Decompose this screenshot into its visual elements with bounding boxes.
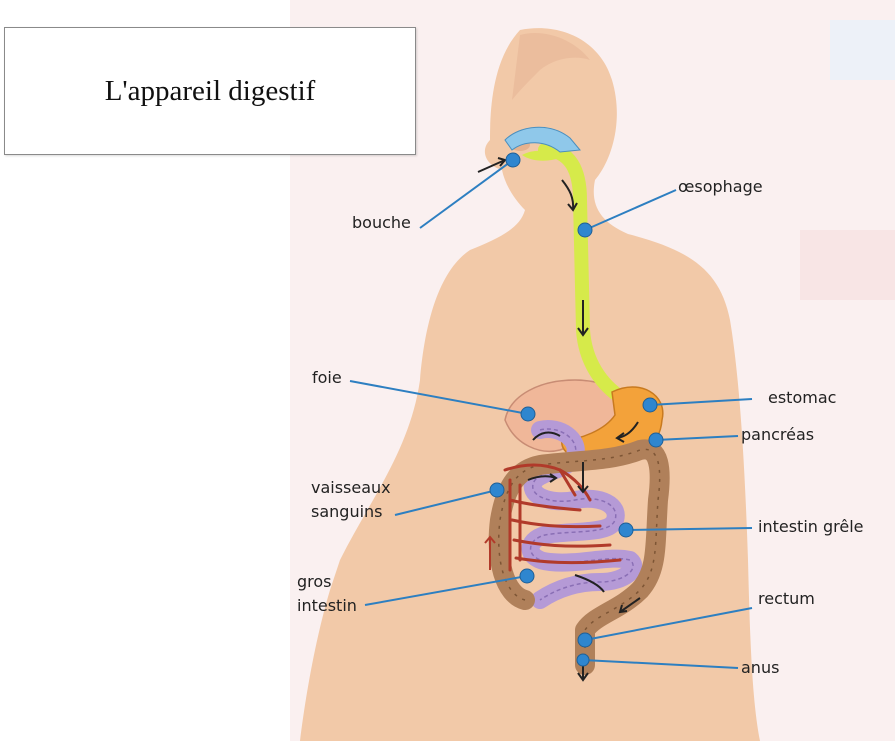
label-bouche: bouche: [352, 213, 411, 232]
label-foie: foie: [312, 368, 342, 387]
label-anus: anus: [741, 658, 779, 677]
label-pancreas: pancréas: [741, 425, 814, 444]
label-gros-intestin-line1: gros: [297, 572, 332, 591]
label-vaisseaux-line1: vaisseaux: [311, 478, 391, 497]
label-intestin-grele: intestin grêle: [758, 517, 864, 536]
label-rectum: rectum: [758, 589, 815, 608]
title-box: L'appareil digestif: [4, 27, 416, 155]
label-gros-intestin-line2: intestin: [297, 596, 357, 615]
page-title: L'appareil digestif: [105, 75, 316, 108]
label-oesophage: œsophage: [678, 177, 763, 196]
label-estomac: estomac: [768, 388, 836, 407]
label-vaisseaux-line2: sanguins: [311, 502, 383, 521]
